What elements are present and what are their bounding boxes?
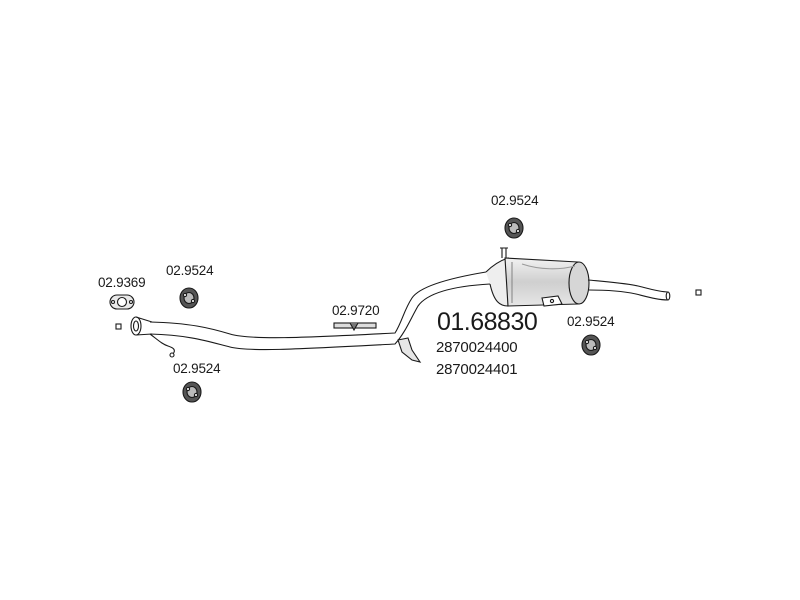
rubber-hanger-icon: [504, 217, 524, 239]
end-marker-left: [115, 323, 122, 330]
pipe-bracket: [397, 337, 422, 363]
rubber-hanger-icon: [179, 287, 199, 309]
part-label: 02.9524: [173, 361, 221, 376]
oe-number: 2870024400: [436, 339, 518, 356]
tail-pipe: [587, 279, 669, 301]
gasket-icon: [109, 294, 135, 310]
sensor-wire: [149, 333, 175, 355]
part-label: 02.9524: [166, 263, 214, 278]
main-part-number: 01.68830: [437, 308, 538, 336]
exhaust-pipe-assembly: [115, 247, 702, 363]
part-label: 02.9524: [491, 193, 539, 208]
part-label: 02.9369: [98, 275, 146, 290]
front-pipe: [149, 271, 487, 339]
rubber-hanger-icon: [581, 334, 601, 356]
rubber-hanger-icon: [182, 381, 202, 403]
oe-number: 2870024401: [436, 361, 518, 378]
end-marker-right: [695, 289, 702, 296]
rear-muffler: [500, 247, 590, 307]
inlet-flange: [130, 316, 153, 336]
clamp-bracket-icon: [333, 322, 377, 332]
part-label: 02.9524: [567, 314, 615, 329]
part-label: 02.9720: [332, 303, 380, 318]
sensor-plug: [169, 352, 175, 358]
